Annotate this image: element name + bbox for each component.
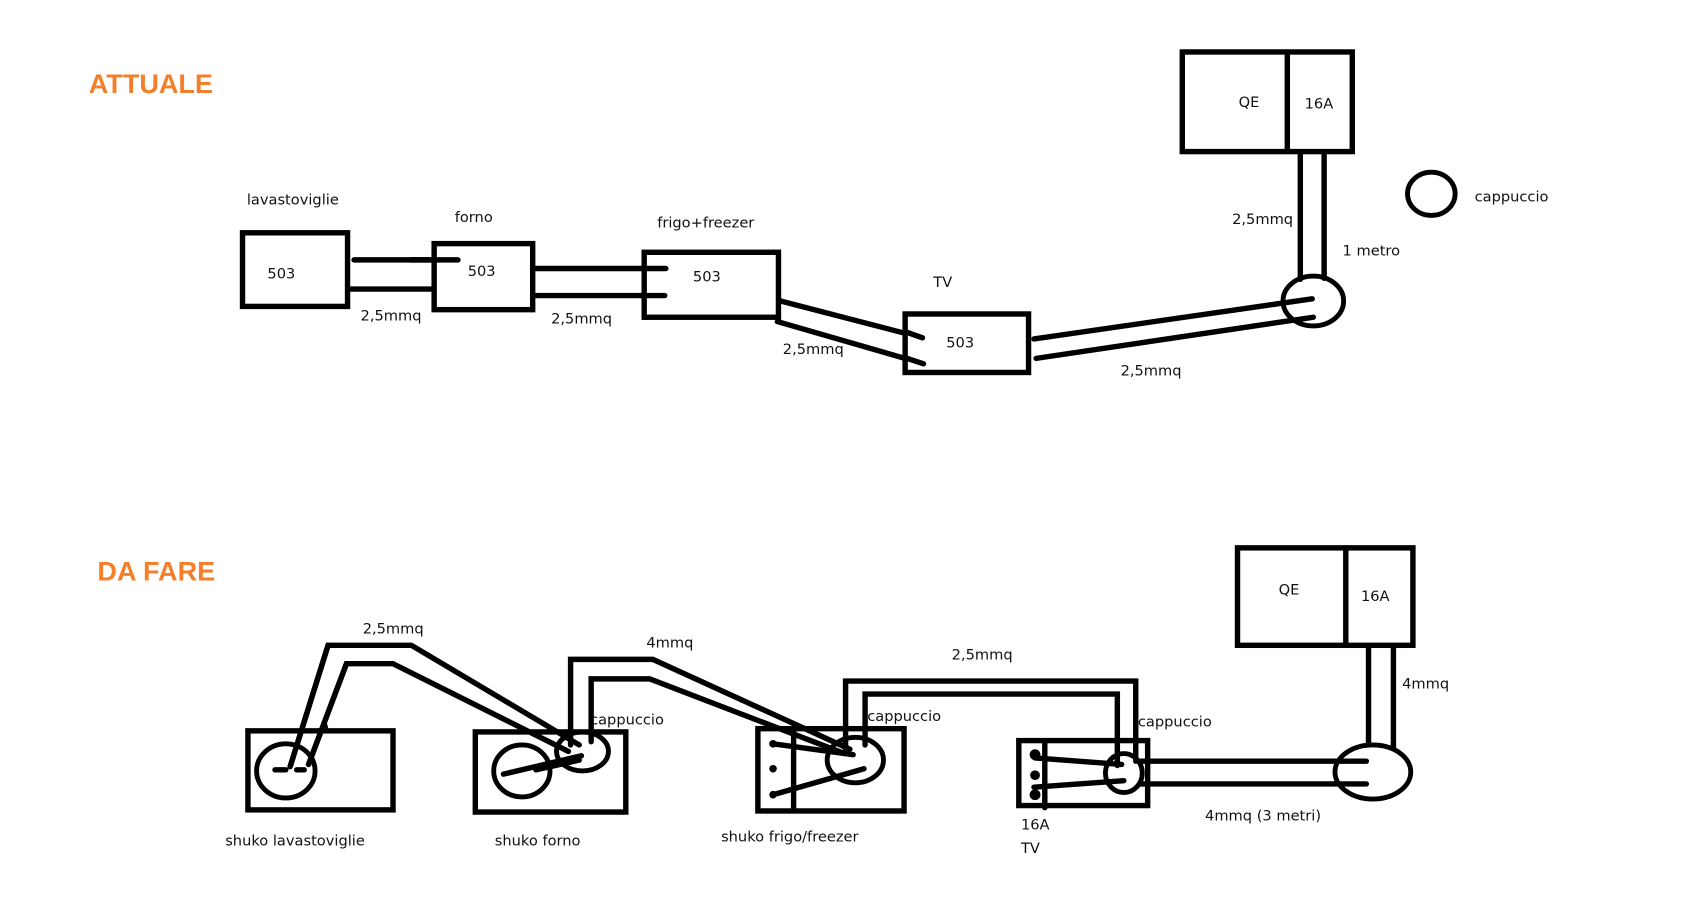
wire bbox=[1031, 296, 1315, 342]
wire bbox=[287, 642, 331, 770]
cappuccio-legend-icon bbox=[1405, 169, 1458, 218]
wire-cap-junction bbox=[554, 729, 611, 774]
electrical-panel bbox=[1179, 49, 1355, 155]
junction-box-frigo-freezer bbox=[641, 249, 782, 320]
wire bbox=[305, 661, 350, 768]
wire-cap-junction bbox=[1332, 742, 1414, 802]
cable-label: 2,5mmq bbox=[361, 307, 422, 324]
wire bbox=[500, 753, 585, 777]
device-label-tv: TV bbox=[932, 274, 952, 291]
device-label-frigo-freezer: frigo+freezer bbox=[657, 214, 754, 231]
wire bbox=[770, 766, 867, 798]
schuko-socket-icon bbox=[254, 741, 318, 801]
cable-label: 2,5mmq bbox=[363, 620, 424, 637]
breaker-label: 16A bbox=[1305, 95, 1334, 112]
feed-section-label: 2,5mmq bbox=[1232, 211, 1293, 228]
socket-label-frigo-freezer: shuko frigo/freezer bbox=[721, 828, 858, 845]
terminal-dot bbox=[769, 764, 777, 773]
wire bbox=[904, 329, 926, 341]
device-label-lavastoviglie: lavastoviglie bbox=[247, 192, 339, 209]
terminal-dot bbox=[1030, 770, 1040, 781]
junction-box-forno bbox=[431, 240, 536, 313]
wire bbox=[842, 678, 1139, 764]
cable-label: 2,5mmq bbox=[1121, 363, 1182, 380]
socket-box-lavastoviglie bbox=[245, 728, 396, 813]
cable-label: 2,5mmq bbox=[551, 311, 612, 328]
junction-label: cappuccio bbox=[1138, 714, 1212, 731]
wire-cap-junction bbox=[824, 734, 886, 786]
wire bbox=[774, 318, 927, 367]
box-type-tv: 503 bbox=[946, 335, 974, 352]
box-type-frigo-freezer: 503 bbox=[693, 269, 721, 286]
socket-box-forno bbox=[472, 729, 629, 815]
wire bbox=[770, 741, 856, 758]
socket-label-forno: shuko forno bbox=[495, 833, 581, 850]
junction-label: cappuccio bbox=[867, 708, 941, 725]
socket-box-tv bbox=[1016, 737, 1151, 809]
feed-length-label: 1 metro bbox=[1343, 243, 1401, 260]
cappuccio-legend-label: cappuccio bbox=[1475, 188, 1549, 205]
panel-label: QE bbox=[1279, 581, 1300, 598]
feed-section-label: 4mmq bbox=[1402, 676, 1449, 693]
wire bbox=[1033, 314, 1317, 362]
wire bbox=[1032, 755, 1125, 768]
schuko-socket-icon bbox=[491, 742, 553, 800]
cable-label: 4mmq bbox=[646, 634, 693, 651]
electrical-panel bbox=[1234, 545, 1416, 649]
junction-label: cappuccio bbox=[590, 711, 664, 728]
box-type-forno: 503 bbox=[468, 263, 496, 280]
junction-box-lavastoviglie bbox=[239, 230, 351, 310]
wire bbox=[533, 757, 582, 773]
wire bbox=[588, 676, 848, 757]
cable-label: 2,5mmq bbox=[952, 646, 1013, 663]
tv-breaker-label: 16A bbox=[1021, 816, 1050, 833]
wire-cap-junction bbox=[1280, 273, 1347, 329]
breaker-label: 16A bbox=[1361, 588, 1390, 605]
wire bbox=[777, 298, 926, 341]
wire-cap-junction bbox=[1102, 751, 1145, 795]
wire bbox=[567, 656, 853, 752]
device-label-forno: forno bbox=[455, 209, 493, 226]
section-title-planned: DA FARE bbox=[97, 556, 215, 586]
wire bbox=[862, 691, 1121, 769]
box-type-lavastoviglie: 503 bbox=[267, 265, 295, 282]
main-cable-label: 4mmq (3 metri) bbox=[1205, 808, 1321, 825]
panel-label: QE bbox=[1239, 94, 1260, 111]
wire bbox=[1031, 777, 1127, 790]
socket-box-frigo-freezer bbox=[755, 725, 907, 814]
terminal-dot bbox=[1029, 789, 1041, 801]
wire bbox=[904, 355, 927, 367]
socket-label-lavastoviglie: shuko lavastoviglie bbox=[225, 833, 365, 850]
section-title-current: ATTUALE bbox=[89, 69, 213, 99]
cable-label: 2,5mmq bbox=[783, 341, 844, 358]
socket-label-tv: TV bbox=[1020, 840, 1040, 857]
